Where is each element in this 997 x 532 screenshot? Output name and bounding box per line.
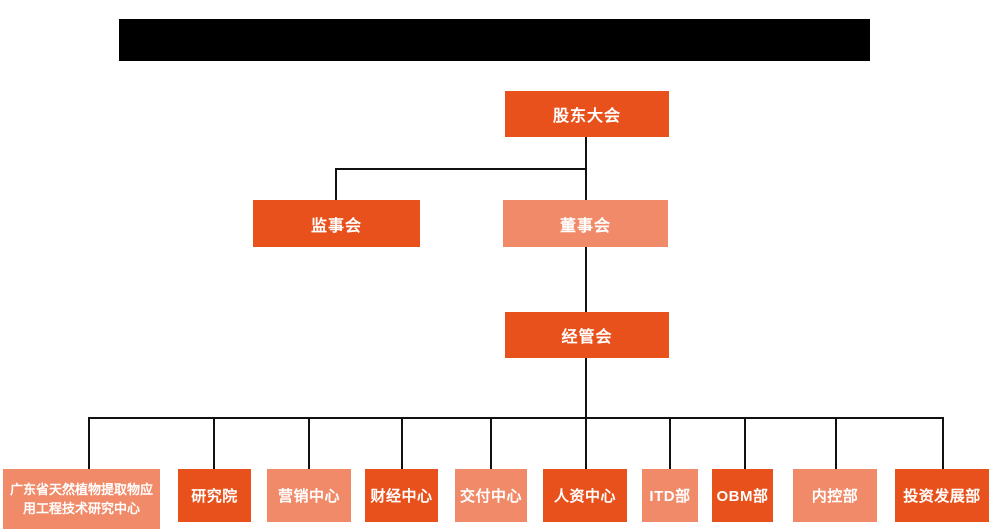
node-dept-hr-center: 人资中心 [543,469,627,522]
connector-dept-drop-9 [835,417,837,469]
connector-dept-drop-4 [401,417,403,469]
connector-departments-horizontal [88,417,944,419]
connector-dept-drop-2 [213,417,215,469]
connector-dept-drop-3 [308,417,310,469]
node-dept-investment-development: 投资发展部 [895,469,989,522]
node-dept-research-center: 广东省天然植物提取物应用工程技术研究中心 [3,469,160,529]
connector-dept-drop-7 [669,417,671,469]
node-board-of-directors: 董事会 [503,200,668,247]
node-dept-delivery-center: 交付中心 [455,469,527,522]
connector-dept-drop-5 [490,417,492,469]
node-dept-finance-center: 财经中心 [365,469,438,522]
node-management-committee: 经管会 [505,312,669,358]
node-dept-itd: ITD部 [642,469,698,522]
node-shareholders-meeting: 股东大会 [505,91,669,137]
node-dept-marketing-center: 营销中心 [267,469,351,522]
redacted-title-bar [119,19,870,61]
connector-management-down [585,358,587,418]
connector-dept-drop-1 [88,417,90,469]
connector-dept-drop-8 [744,417,746,469]
connector-dept-drop-10 [942,417,944,469]
connector-board-to-management [585,247,587,312]
connector-supervisory-drop [335,168,337,200]
node-dept-obm: OBM部 [712,469,773,522]
node-dept-internal-control: 内控部 [793,469,877,522]
node-supervisory-board: 监事会 [253,200,420,247]
connector-dept-drop-6 [585,417,587,469]
connector-level2-horizontal [335,168,587,170]
node-dept-research-institute: 研究院 [178,469,251,522]
